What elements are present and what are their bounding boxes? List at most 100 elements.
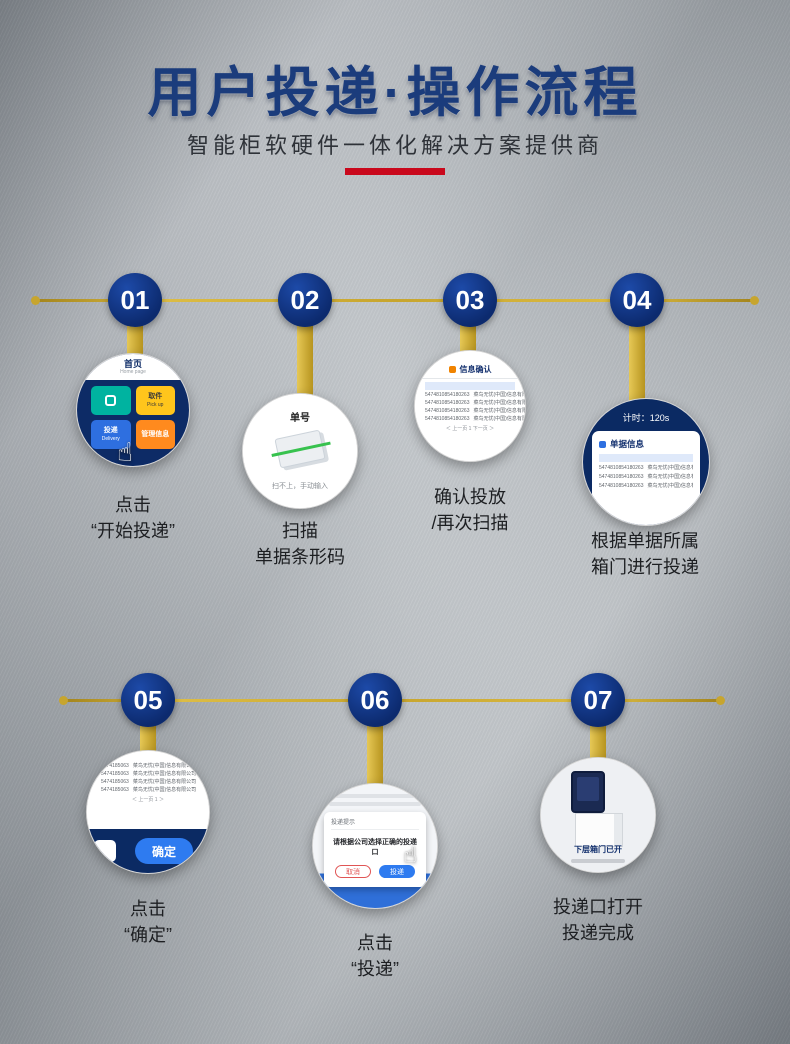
step2-screenshot-scan: 单号 扫不上，手动输入: [242, 393, 358, 509]
table-column-header: [425, 382, 515, 390]
row-company: 菜鸟无忧(中国)信息有限公司: [473, 416, 526, 422]
step4-screenshot-order-info: 计时：120s 单据信息 5474810854180263 菜鸟无忧(中国)信息…: [582, 398, 710, 526]
step6-caption: 点击 “投递”: [280, 930, 470, 982]
kiosk-cabinet-icon: [575, 813, 623, 847]
delivery-dialog: 投递提示 请根据公司选择正确的投递口 取消 投递: [324, 812, 426, 887]
step4-caption: 根据单据所属 箱门进行投递: [550, 528, 740, 580]
row-company: 菜鸟无忧(中国)信息有限公司: [647, 465, 694, 471]
row-number: 5474810854180263: [599, 483, 644, 489]
caption-line: “投递”: [351, 959, 399, 979]
confirm-info-screen: 信息确认 5474810854180263 菜鸟无忧(中国)信息有限公司 547…: [415, 351, 525, 461]
step-number-2: 02: [278, 273, 332, 327]
step2-caption: 扫描 单据条形码: [205, 518, 395, 570]
hand-pointer-icon: ☝: [403, 842, 417, 867]
home-title-en: Home page: [120, 369, 146, 375]
caption-line: 投递口打开: [553, 897, 643, 917]
background-row: [329, 794, 421, 798]
caption-line: 点击: [130, 899, 166, 919]
step5-screenshot-confirm: 5474185063 菜鸟无忧(中国)信息有限公司 5474185063 菜鸟无…: [86, 750, 210, 874]
dialog-buttons: 取消 投递: [331, 865, 419, 878]
step-number-1: 01: [108, 273, 162, 327]
red-divider: [345, 168, 445, 175]
table-row: 5474185063 菜鸟无忧(中国)信息有限公司: [87, 785, 209, 793]
background-row: [329, 802, 421, 806]
hand-pointer-icon: ☝: [117, 437, 133, 467]
row-number: 5474810854180263: [425, 408, 470, 414]
caption-line: 确认投放: [434, 487, 506, 507]
countdown-timer: 计时：120s: [622, 413, 670, 423]
pickup-tile-label: 取件: [148, 392, 163, 400]
step6-screenshot-dialog: 投递提示 请根据公司选择正确的投递口 取消 投递 ☝: [312, 783, 438, 909]
keyboard-icon: [94, 840, 116, 862]
table-row: 5474185063 菜鸟无忧(中国)信息有限公司: [87, 761, 209, 769]
home-header: 首页 Home page: [77, 354, 189, 380]
deliver-button: 投递: [379, 865, 415, 878]
step1-screenshot-home: 首页 Home page 取件 Pick up 投递 Delivery 管理信息…: [76, 353, 190, 467]
deliver-tile-label-en: Delivery: [101, 435, 120, 442]
order-info-screen: 计时：120s 单据信息 5474810854180263 菜鸟无忧(中国)信息…: [583, 399, 709, 525]
step-number-6: 06: [348, 673, 402, 727]
table-row: 5474185063 菜鸟无忧(中国)信息有限公司: [87, 769, 209, 777]
dialog-title: 投递提示: [331, 817, 419, 830]
caption-line: “开始投递”: [91, 521, 175, 541]
step-number-7: 07: [571, 673, 625, 727]
step3-caption: 确认投放 /再次扫描: [375, 484, 565, 536]
pagination: ＜ 上一页 1 下一页 ＞: [445, 426, 495, 432]
table-row: 5474810854180263 菜鸟无忧(中国)信息有限公司: [599, 480, 693, 489]
row-number: 5474810854180263: [425, 400, 470, 406]
door-status-text: 下层箱门已开: [574, 845, 622, 854]
confirm-info-header: 信息确认: [415, 364, 525, 379]
caption-line: 箱门进行投递: [591, 557, 699, 577]
pickup-tile: 取件 Pick up: [135, 386, 175, 415]
row-company: 菜鸟无忧(中国)信息有限公司: [473, 408, 526, 414]
row-number: 5474810854180263: [425, 416, 470, 422]
table-row: 5474185063 菜鸟无忧(中国)信息有限公司: [87, 777, 209, 785]
dialog-screen: 投递提示 请根据公司选择正确的投递口 取消 投递 ☝: [313, 784, 437, 908]
info-tile-label: 管理信息: [141, 430, 170, 438]
caption-line: 根据单据所属: [591, 531, 699, 551]
order-info-header: 单据信息: [599, 438, 693, 450]
step7-screenshot-door-open: 下层箱门已开: [540, 757, 656, 873]
deliver-tile-icon: [91, 386, 131, 415]
info-tile: 管理信息: [135, 420, 175, 449]
kiosk-screen-icon: [571, 771, 605, 813]
row-number: 5474810854180263: [599, 474, 644, 480]
order-info-title: 单据信息: [610, 439, 645, 449]
row-company: 菜鸟无忧(中国)信息有限公司: [473, 400, 526, 406]
door-open-screen: 下层箱门已开: [541, 758, 655, 872]
bottom-toolbar: 确定: [87, 829, 209, 873]
step-number-5: 05: [121, 673, 175, 727]
table-rows: 5474185063 菜鸟无忧(中国)信息有限公司 5474185063 菜鸟无…: [87, 751, 209, 803]
scan-beam-icon: [271, 441, 331, 457]
order-info-card: 单据信息 5474810854180263 菜鸟无忧(中国)信息有限公司 547…: [592, 431, 700, 525]
box-icon: [105, 395, 117, 406]
confirm-screen: 5474185063 菜鸟无忧(中国)信息有限公司 5474185063 菜鸟无…: [87, 751, 209, 873]
table-row: 5474810854180263 菜鸟无忧(中国)信息有限公司: [599, 462, 693, 471]
step3-screenshot-confirm-info: 信息确认 5474810854180263 菜鸟无忧(中国)信息有限公司 547…: [414, 350, 526, 462]
table-row: 5474810854180263 菜鸟无忧(中国)信息有限公司: [415, 390, 525, 398]
table-row: 5474810854180263 菜鸟无忧(中国)信息有限公司: [415, 398, 525, 406]
barcode-card-icon: [271, 429, 331, 469]
caption-line: 投递完成: [562, 923, 634, 943]
row-company: 菜鸟无忧(中国)信息有限公司: [132, 779, 197, 785]
dialog-message: 请根据公司选择正确的投递口: [333, 839, 417, 856]
table-row: 5474810854180263 菜鸟无忧(中国)信息有限公司: [415, 414, 525, 422]
table-row: 5474810854180263 菜鸟无忧(中国)信息有限公司: [599, 471, 693, 480]
line-endpoint: [59, 696, 68, 705]
caption-line: 点击: [115, 495, 151, 515]
door-subtext-placeholder: [571, 859, 625, 863]
scan-hint: 扫不上，手动输入: [272, 483, 328, 490]
row-number: 5474185063: [101, 787, 129, 793]
deliver-tile: 投递 Delivery: [91, 420, 131, 449]
pagination: ＜ 上一页 1 ＞: [132, 797, 164, 803]
caption-line: 点击: [357, 933, 393, 953]
line-endpoint: [31, 296, 40, 305]
row-company: 菜鸟无忧(中国)信息有限公司: [647, 483, 694, 489]
scan-screen: 单号 扫不上，手动输入: [243, 394, 357, 508]
list-icon: [599, 440, 606, 448]
line-endpoint: [716, 696, 725, 705]
scan-title: 单号: [290, 413, 310, 424]
line-endpoint: [750, 296, 759, 305]
caption-line: 扫描: [282, 521, 318, 541]
page-title: 用户投递·操作流程: [147, 63, 643, 123]
